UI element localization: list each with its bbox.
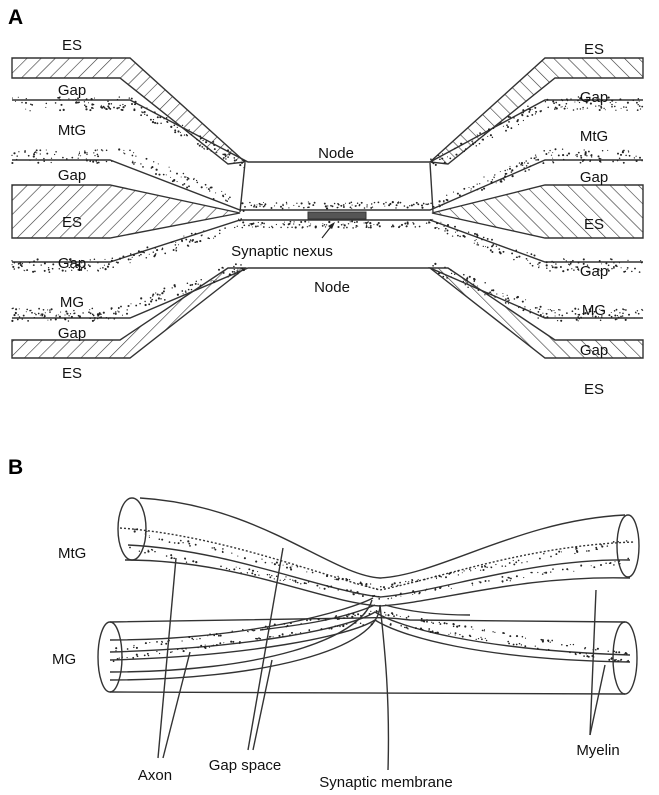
right-label-gap-1: Gap: [580, 89, 608, 106]
mg-label: MG: [52, 651, 76, 668]
axon-label: Axon: [138, 767, 172, 784]
right-label-mg: MG: [582, 302, 606, 319]
left-label-gap-2: Gap: [58, 167, 86, 184]
myelin-label: Myelin: [576, 742, 619, 759]
left-label-gap-4: Gap: [58, 325, 86, 342]
right-label-es-2: ES: [584, 216, 604, 233]
right-label-gap-2: Gap: [580, 169, 608, 186]
left-label-mg: MG: [60, 294, 84, 311]
panel-b-letter: B: [8, 456, 23, 479]
synaptic-membrane-label: Synaptic membrane: [319, 774, 452, 791]
panel-b: B: [8, 456, 639, 791]
left-label-gap-1: Gap: [58, 82, 86, 99]
left-label-gap-3: Gap: [58, 255, 86, 272]
left-label-mtg: MtG: [58, 122, 86, 139]
right-label-mtg: MtG: [580, 128, 608, 145]
right-label-gap-3: Gap: [580, 263, 608, 280]
right-label-es-3: ES: [584, 381, 604, 398]
left-es-middle: [12, 185, 240, 238]
left-es-bottom: [12, 268, 245, 358]
mtg-label: MtG: [58, 545, 86, 562]
left-label-es-1: ES: [62, 37, 82, 54]
synaptic-nexus-bar: [308, 212, 366, 219]
node-label-top: Node: [318, 145, 354, 162]
panel-a-letter: A: [8, 6, 23, 29]
synaptic-nexus-label: Synaptic nexus: [231, 243, 333, 260]
gap-space-label: Gap space: [209, 757, 282, 774]
left-es-top: [12, 58, 245, 164]
left-label-es-3: ES: [62, 365, 82, 382]
panel-a: A ES Gap MtG Gap ES: [8, 6, 643, 398]
right-label-gap-4: Gap: [580, 342, 608, 359]
node-label-bottom: Node: [314, 279, 350, 296]
left-label-es-2: ES: [62, 214, 82, 231]
lower-tube: [98, 612, 637, 694]
right-label-es-1: ES: [584, 41, 604, 58]
right-es-middle: [432, 185, 643, 238]
